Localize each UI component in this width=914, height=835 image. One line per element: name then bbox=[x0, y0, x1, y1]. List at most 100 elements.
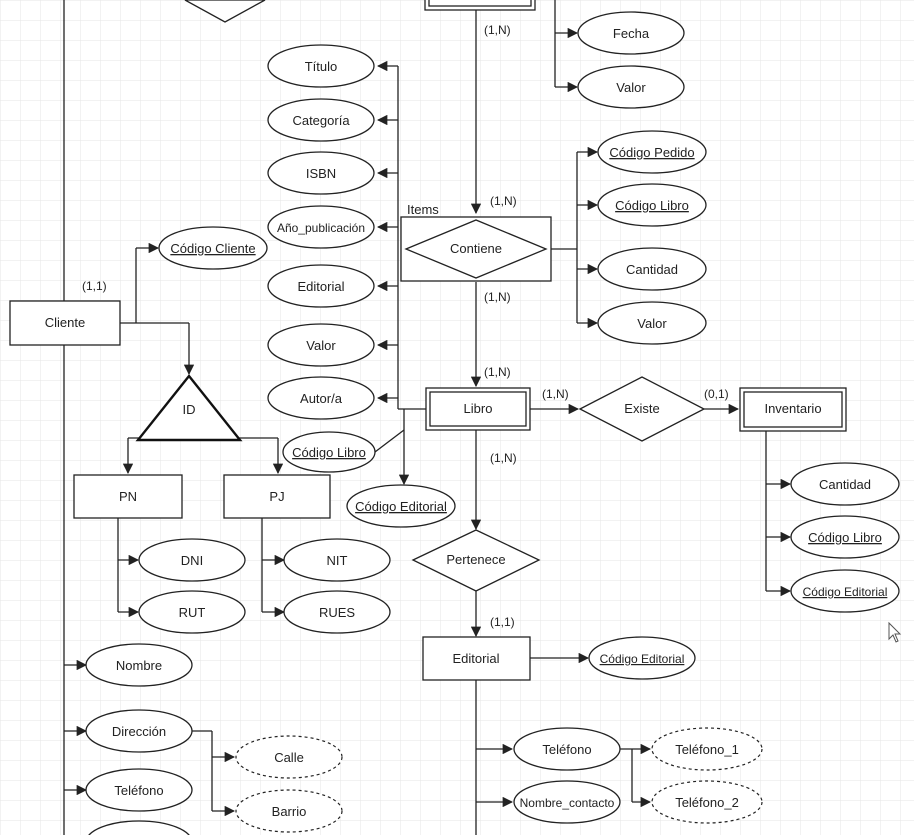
mouse-cursor-icon bbox=[888, 621, 902, 643]
relationship-contiene[interactable]: Contiene Items bbox=[400, 202, 552, 282]
svg-text:Código Libro: Código Libro bbox=[808, 530, 882, 545]
attribute-cantidad-inventario[interactable]: Cantidad bbox=[790, 462, 900, 506]
cardinality-label: (1,N) bbox=[484, 23, 511, 37]
attribute-dni[interactable]: DNI bbox=[138, 538, 246, 582]
svg-text:Autor/a: Autor/a bbox=[300, 391, 343, 406]
attribute-nombre[interactable]: Nombre bbox=[85, 643, 193, 687]
cardinalities: (1,N) (1,N) (1,N) (1,N) (1,N) (0,1) (1,N… bbox=[82, 23, 729, 629]
specialization-label: ID bbox=[183, 402, 196, 417]
attribute-direccion[interactable]: Dirección bbox=[85, 709, 193, 753]
attribute-valor-top[interactable]: Valor bbox=[577, 65, 685, 109]
svg-text:Cantidad: Cantidad bbox=[819, 477, 871, 492]
svg-text:Año_publicación: Año_publicación bbox=[277, 221, 365, 235]
attribute-valor-libro[interactable]: Valor bbox=[267, 323, 375, 367]
svg-text:Teléfono_2: Teléfono_2 bbox=[675, 795, 739, 810]
cardinality-label: (1,N) bbox=[490, 451, 517, 465]
attribute-nit[interactable]: NIT bbox=[283, 538, 391, 582]
svg-text:Editorial: Editorial bbox=[298, 279, 345, 294]
entity-label: PJ bbox=[269, 489, 284, 504]
attribute-fecha[interactable]: Fecha bbox=[577, 11, 685, 55]
entity-label: PN bbox=[119, 489, 137, 504]
relationship-label: Contiene bbox=[450, 241, 502, 256]
attribute-cantidad-items[interactable]: Cantidad bbox=[597, 247, 707, 291]
entity-inventario[interactable]: Inventario bbox=[739, 387, 847, 432]
attribute-telefono-cliente[interactable]: Teléfono bbox=[85, 768, 193, 812]
entity-pj[interactable]: PJ bbox=[223, 474, 331, 519]
attribute-codigo-editorial-libro[interactable]: Código Editorial bbox=[346, 484, 456, 528]
entity-label: Libro bbox=[464, 401, 493, 416]
partial-relationship-diamond[interactable] bbox=[184, 0, 266, 23]
relationship-label: Existe bbox=[624, 401, 659, 416]
svg-text:Valor: Valor bbox=[616, 80, 646, 95]
attribute-isbn[interactable]: ISBN bbox=[267, 151, 375, 195]
entity-label: Inventario bbox=[764, 401, 821, 416]
attribute-titulo[interactable]: Título bbox=[267, 44, 375, 88]
attribute-telefono-2[interactable]: Teléfono_2 bbox=[651, 780, 763, 824]
attribute-rues[interactable]: RUES bbox=[283, 590, 391, 634]
svg-text:Calle: Calle bbox=[274, 750, 304, 765]
svg-text:Código Pedido: Código Pedido bbox=[609, 145, 694, 160]
svg-text:Código Editorial: Código Editorial bbox=[355, 499, 447, 514]
cardinality-label: (1,N) bbox=[484, 290, 511, 304]
svg-text:Nombre_contacto: Nombre_contacto bbox=[520, 796, 615, 810]
svg-text:Teléfono: Teléfono bbox=[542, 742, 591, 757]
svg-text:Código Editorial: Código Editorial bbox=[803, 585, 888, 599]
cardinality-label: (1,N) bbox=[542, 387, 569, 401]
attribute-partial-bottom[interactable] bbox=[86, 820, 192, 835]
attribute-codigo-cliente[interactable]: Código Cliente bbox=[158, 226, 268, 270]
cardinality-label: (1,1) bbox=[82, 279, 107, 293]
attributes: Fecha Valor Título Categoría ISBN Año_pu… bbox=[85, 11, 900, 835]
svg-text:Código Editorial: Código Editorial bbox=[600, 652, 685, 666]
attribute-codigo-libro-inventario[interactable]: Código Libro bbox=[790, 515, 900, 559]
attribute-rut[interactable]: RUT bbox=[138, 590, 246, 634]
cardinality-label: (1,1) bbox=[490, 615, 515, 629]
attribute-valor-items[interactable]: Valor bbox=[597, 301, 707, 345]
entity-pn[interactable]: PN bbox=[73, 474, 183, 519]
attribute-codigo-editorial-inventario[interactable]: Código Editorial bbox=[790, 569, 900, 613]
attribute-telefono-editorial[interactable]: Teléfono bbox=[513, 727, 621, 771]
entity-editorial[interactable]: Editorial bbox=[422, 636, 531, 681]
attribute-categoria[interactable]: Categoría bbox=[267, 98, 375, 142]
connectors bbox=[63, 0, 792, 835]
svg-text:Valor: Valor bbox=[637, 316, 667, 331]
cardinality-label: (0,1) bbox=[704, 387, 729, 401]
entity-libro[interactable]: Libro bbox=[425, 387, 531, 431]
attribute-telefono-1[interactable]: Teléfono_1 bbox=[651, 727, 763, 771]
entity-label: Cliente bbox=[45, 315, 85, 330]
entity-cliente[interactable]: Cliente bbox=[9, 300, 121, 346]
relationship-pertenece[interactable]: Pertenece bbox=[411, 529, 541, 592]
specialization-id[interactable]: ID bbox=[135, 374, 243, 442]
svg-text:Código Libro: Código Libro bbox=[615, 198, 689, 213]
attribute-codigo-pedido[interactable]: Código Pedido bbox=[597, 130, 707, 174]
attribute-nombre-contacto[interactable]: Nombre_contacto bbox=[513, 780, 621, 824]
attribute-codigo-libro-pk[interactable]: Código Libro bbox=[282, 431, 376, 473]
svg-text:Dirección: Dirección bbox=[112, 724, 166, 739]
svg-text:Barrio: Barrio bbox=[272, 804, 307, 819]
svg-text:Código Libro: Código Libro bbox=[292, 445, 366, 460]
attribute-anio-publicacion[interactable]: Año_publicación bbox=[267, 205, 375, 249]
svg-text:Código Cliente: Código Cliente bbox=[170, 241, 255, 256]
attribute-codigo-editorial-pk[interactable]: Código Editorial bbox=[588, 636, 696, 680]
svg-text:NIT: NIT bbox=[327, 553, 348, 568]
svg-text:Teléfono_1: Teléfono_1 bbox=[675, 742, 739, 757]
svg-text:Fecha: Fecha bbox=[613, 26, 650, 41]
cardinality-label: (1,N) bbox=[484, 365, 511, 379]
entity-label: Editorial bbox=[453, 651, 500, 666]
attribute-barrio[interactable]: Barrio bbox=[235, 789, 343, 833]
svg-text:DNI: DNI bbox=[181, 553, 203, 568]
relationship-existe[interactable]: Existe bbox=[578, 376, 706, 442]
svg-text:Nombre: Nombre bbox=[116, 658, 162, 673]
attribute-calle[interactable]: Calle bbox=[235, 735, 343, 779]
attribute-editorial[interactable]: Editorial bbox=[267, 264, 375, 308]
attribute-autor[interactable]: Autor/a bbox=[267, 376, 375, 420]
relationship-label: Pertenece bbox=[446, 552, 505, 567]
attribute-codigo-libro-items[interactable]: Código Libro bbox=[597, 183, 707, 227]
svg-text:Categoría: Categoría bbox=[292, 113, 350, 128]
svg-text:RUT: RUT bbox=[179, 605, 206, 620]
svg-text:Cantidad: Cantidad bbox=[626, 262, 678, 277]
svg-text:Valor: Valor bbox=[306, 338, 336, 353]
cardinality-label: (1,N) bbox=[490, 194, 517, 208]
svg-text:Título: Título bbox=[305, 59, 338, 74]
svg-text:ISBN: ISBN bbox=[306, 166, 336, 181]
